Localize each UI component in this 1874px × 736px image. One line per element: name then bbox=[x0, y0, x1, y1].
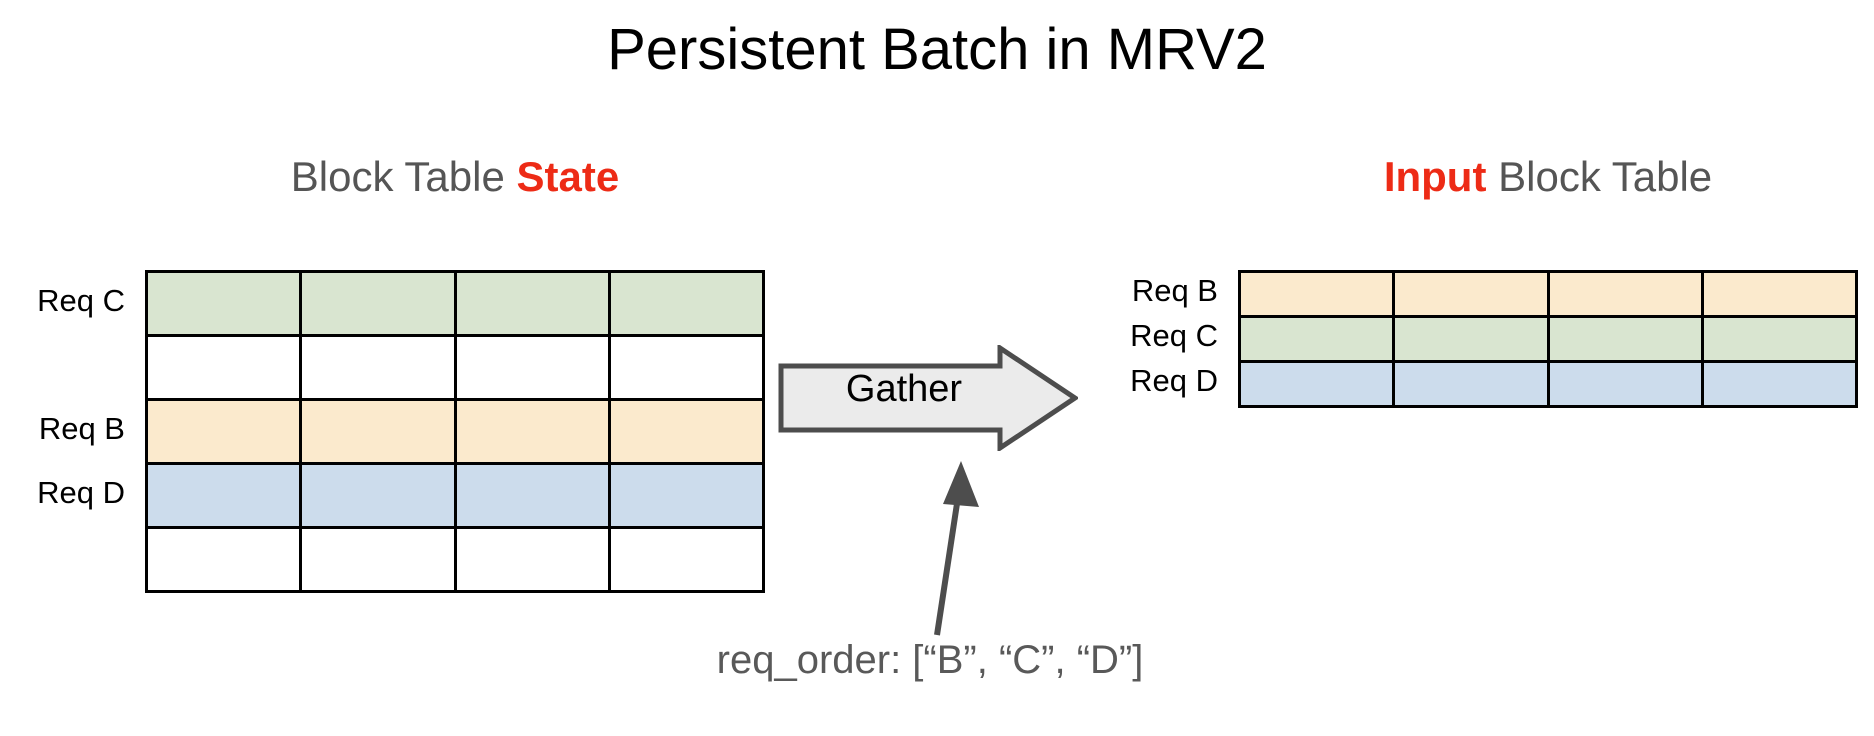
block-cell bbox=[299, 526, 457, 593]
gather-label: Gather bbox=[845, 368, 963, 410]
table-row bbox=[144, 334, 766, 401]
block-cell bbox=[453, 398, 611, 465]
block-cell bbox=[299, 270, 457, 337]
row-label-req-d: Req D bbox=[37, 474, 125, 510]
table-row bbox=[1237, 315, 1859, 363]
block-cell bbox=[1546, 360, 1704, 408]
table-row bbox=[1237, 360, 1859, 408]
block-cell bbox=[1700, 270, 1859, 318]
table-row bbox=[144, 462, 766, 529]
block-cell bbox=[607, 334, 766, 401]
right-section-heading: Input Block Table bbox=[1238, 152, 1858, 202]
row-label-req-b: Req B bbox=[38, 410, 125, 446]
row-label-req-c: Req C bbox=[37, 282, 125, 318]
block-cell bbox=[1700, 360, 1859, 408]
block-cell bbox=[1392, 360, 1550, 408]
req-order-caption: req_order: [“B”, “C”, “D”] bbox=[716, 638, 1144, 682]
block-cell bbox=[299, 398, 457, 465]
block-cell bbox=[1237, 360, 1396, 408]
block-cell bbox=[1392, 315, 1550, 363]
right-heading-suffix: Block Table bbox=[1486, 153, 1713, 200]
left-heading-prefix: Block Table bbox=[290, 153, 517, 200]
row-label-req-b: Req B bbox=[1131, 273, 1218, 308]
block-cell bbox=[453, 462, 611, 529]
block-table-state bbox=[144, 270, 766, 593]
table-row bbox=[144, 398, 766, 465]
block-cell bbox=[1546, 315, 1704, 363]
left-heading-accent: State bbox=[516, 153, 620, 200]
block-table-input bbox=[1237, 270, 1859, 408]
req-order-pointer-arrow-icon bbox=[905, 455, 995, 640]
block-cell bbox=[144, 270, 303, 337]
block-cell bbox=[453, 334, 611, 401]
gather-arrow-icon bbox=[778, 345, 1078, 451]
page-title: Persistent Batch in MRV2 bbox=[607, 17, 1267, 82]
block-cell bbox=[1237, 315, 1396, 363]
table-row bbox=[144, 270, 766, 337]
block-cell bbox=[1546, 270, 1704, 318]
block-cell bbox=[299, 334, 457, 401]
left-section-heading: Block Table State bbox=[145, 152, 765, 202]
block-cell bbox=[1392, 270, 1550, 318]
block-cell bbox=[144, 526, 303, 593]
block-cell bbox=[453, 270, 611, 337]
table-row bbox=[144, 526, 766, 593]
block-cell bbox=[607, 462, 766, 529]
block-cell bbox=[607, 398, 766, 465]
block-cell bbox=[453, 526, 611, 593]
block-cell bbox=[144, 398, 303, 465]
block-cell bbox=[299, 462, 457, 529]
row-label-req-d: Req D bbox=[1130, 363, 1218, 398]
right-heading-accent: Input bbox=[1383, 153, 1487, 200]
row-label-req-c: Req C bbox=[1130, 318, 1218, 353]
block-cell bbox=[144, 462, 303, 529]
table-row bbox=[1237, 270, 1859, 318]
block-cell bbox=[144, 334, 303, 401]
block-cell bbox=[607, 270, 766, 337]
block-cell bbox=[1237, 270, 1396, 318]
block-cell bbox=[1700, 315, 1859, 363]
block-cell bbox=[607, 526, 766, 593]
